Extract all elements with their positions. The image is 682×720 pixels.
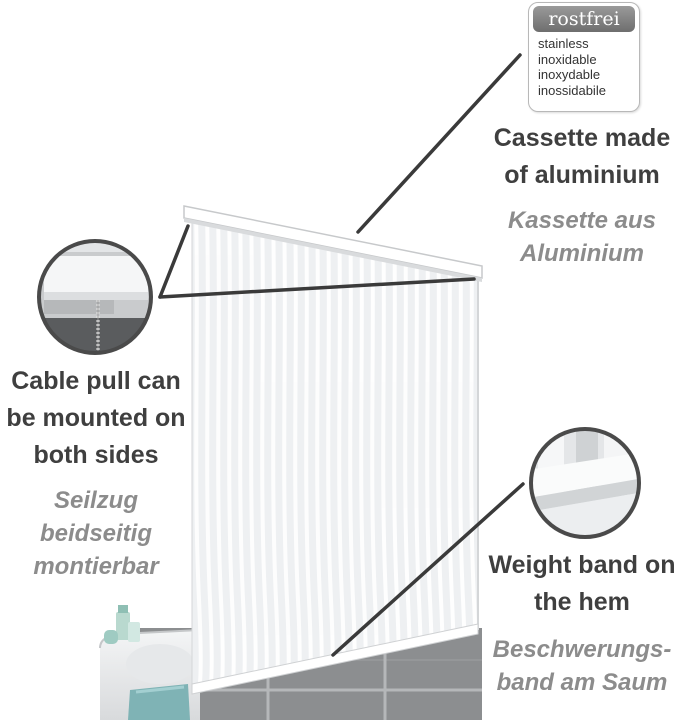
cable-de-line-1: Seilzug [53, 487, 138, 514]
blind-stripe [303, 222, 313, 690]
weight-band-detail [529, 427, 641, 539]
blind-stripe [347, 222, 357, 690]
blind-stripe [391, 222, 401, 690]
weight-en-line-2: the hem [534, 588, 630, 616]
weight-band-callout: Weight band on the hem Beschwerungs- ban… [482, 547, 682, 699]
badge-line-inoxidable: inoxidable [538, 51, 597, 67]
blind-stripe [248, 222, 258, 690]
badge-line-inoxydable: inoxydable [538, 67, 601, 82]
blind-stripe [292, 222, 302, 690]
cassette-de-line-2: Aluminium [520, 240, 644, 267]
cassette-de-line-1: Kassette aus [507, 207, 657, 234]
blind-stripe [369, 222, 379, 690]
blind-stripe [193, 222, 203, 690]
cassette-en-line-1: Cassette made [493, 124, 671, 152]
blind-stripe [358, 222, 368, 690]
blind-stripe [380, 222, 390, 690]
badge-line-stainless: stainless [538, 36, 589, 51]
callout-lines [158, 53, 525, 657]
blind-stripe [281, 222, 291, 690]
blind-stripe [468, 222, 478, 690]
blind-stripe [413, 222, 423, 690]
blind-stripe [314, 222, 324, 690]
bathtub [99, 605, 201, 720]
blind-stripe [402, 222, 412, 690]
blind-stripe [226, 222, 236, 690]
blind-stripe [446, 222, 456, 690]
cable-en-line-1: Cable pull can [11, 367, 181, 395]
roller-blind [183, 205, 483, 695]
cable-pull-detail [37, 239, 153, 355]
cable-de-line-3: montierbar [33, 553, 159, 580]
cassette-callout: Cassette made of aluminium Kassette aus … [482, 120, 682, 270]
blind-stripe [259, 222, 269, 690]
blind-stripe [204, 222, 214, 690]
weight-de-line-2: band am Saum [496, 669, 668, 696]
weight-de-line-1: Beschwerungs- [492, 636, 672, 663]
cable-pull-callout: Cable pull can be mounted on both sides … [0, 363, 192, 583]
cassette-en-line-2: of aluminium [504, 161, 660, 189]
weight-en-line-1: Weight band on [488, 551, 676, 579]
cable-en-line-2: be mounted on [6, 404, 186, 432]
blind-stripe [435, 222, 445, 690]
cable-en-line-3: both sides [33, 441, 159, 469]
blind-stripe [237, 222, 247, 690]
blind-stripe [457, 222, 467, 690]
blind-stripe [215, 222, 225, 690]
rostfrei-badge: rostfrei stainless inoxidable inoxydable… [528, 2, 640, 112]
badge-title: rostfrei [533, 6, 635, 32]
cable-de-line-2: beidseitig [39, 520, 153, 547]
blind-stripe [270, 222, 280, 690]
blind-stripe [325, 222, 335, 690]
badge-line-inossidabile: inossidabile [538, 82, 606, 98]
blind-stripe [336, 222, 346, 690]
